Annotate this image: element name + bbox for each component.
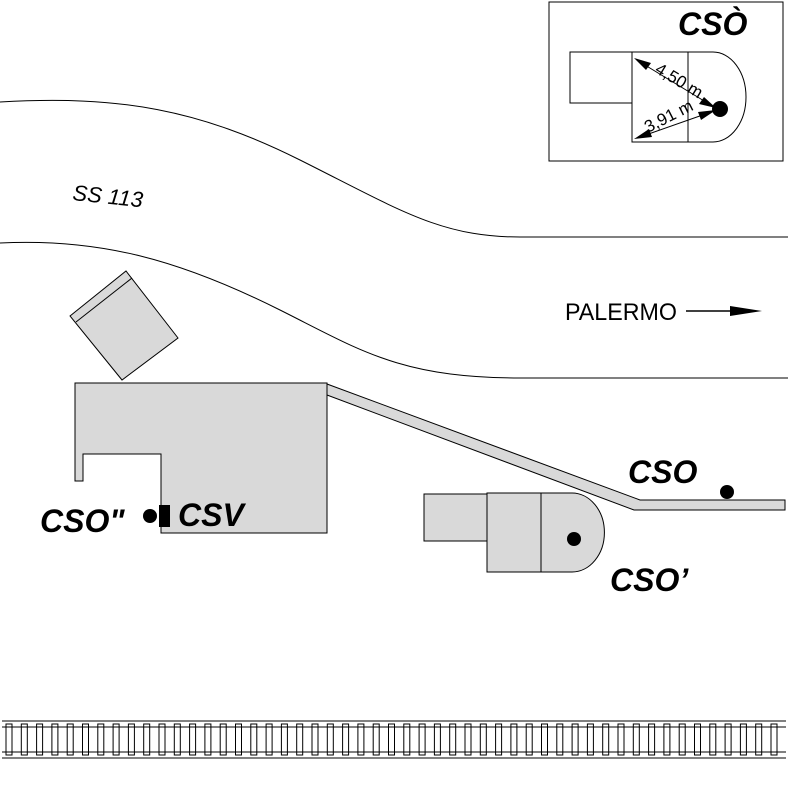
cso-prime-label: CSO’	[610, 562, 689, 598]
railway-tie	[617, 723, 625, 756]
railway-tie	[403, 723, 411, 756]
access-ramp	[326, 383, 786, 511]
inset-dim-arrow-2a	[634, 129, 652, 139]
railway-tie	[694, 723, 701, 756]
railway-tie	[357, 723, 365, 756]
small-building-body	[69, 270, 179, 381]
direction-arrow-head	[730, 306, 762, 316]
railway-tie	[20, 723, 28, 756]
railway-tie	[82, 723, 89, 756]
railway-tie	[158, 723, 166, 756]
railway-tie	[127, 723, 135, 756]
railway-tie	[709, 723, 717, 756]
rounded-building-annex	[423, 493, 488, 542]
railway-tie	[112, 723, 120, 756]
railway-tie	[5, 723, 13, 756]
rounded-building	[423, 492, 605, 573]
railway-tie	[66, 723, 74, 756]
railway-tie	[173, 723, 181, 756]
railway-tie	[388, 723, 395, 756]
railway-tie	[372, 723, 380, 756]
road-label: SS 113	[71, 180, 145, 212]
inset-title: CSÒ	[678, 6, 747, 42]
direction-indicator: PALERMO	[565, 299, 762, 326]
railway-tie	[495, 723, 503, 756]
railway-tie	[280, 723, 288, 756]
csv-label: CSV	[178, 497, 246, 533]
railway-tie	[632, 723, 640, 756]
railway-tie	[235, 723, 242, 756]
railway-tie	[739, 723, 747, 756]
direction-label: PALERMO	[565, 299, 677, 326]
small-building	[69, 270, 179, 381]
railway-tie	[51, 723, 59, 756]
inset-dim-arrow-1a	[634, 58, 651, 70]
railway-tie	[586, 723, 594, 756]
railway-tie	[97, 723, 105, 756]
railway-tie	[189, 723, 197, 756]
railway-tie	[464, 723, 472, 756]
railway-track	[2, 720, 786, 759]
railway-tie	[571, 723, 579, 756]
railway-tie	[479, 723, 487, 756]
railway-tie	[36, 723, 44, 756]
cso-prime-point-marker	[567, 532, 581, 546]
cso-double-prime-label: CSO"	[40, 503, 125, 539]
railway-tie	[510, 723, 518, 756]
railway-tie	[296, 723, 304, 756]
rounded-building-body	[486, 492, 605, 573]
railway-tie	[602, 723, 610, 756]
main-building	[74, 382, 328, 534]
railway-tie	[250, 723, 258, 756]
railway-tie	[724, 723, 732, 756]
railway-tie	[541, 723, 548, 756]
railway-tie	[525, 723, 533, 756]
railway-tie	[418, 723, 426, 756]
railway-tie	[433, 723, 441, 756]
road-upper-edge	[0, 99, 788, 238]
railway-tie	[311, 723, 319, 756]
cso-double-prime-point-marker	[143, 509, 157, 523]
road-lower-edge	[0, 241, 788, 379]
inset-point-marker	[712, 101, 728, 117]
railway-tie	[219, 723, 227, 756]
railway-tie	[204, 723, 212, 756]
railway-tie	[342, 723, 350, 756]
railway-tie	[143, 723, 151, 756]
railway-tie	[265, 723, 273, 756]
railway-tie	[770, 723, 778, 756]
inset-annex	[569, 51, 633, 104]
inset-dim-arrow-1b	[699, 97, 716, 108]
railway-tie	[648, 723, 656, 756]
railway-tie	[755, 723, 763, 756]
road-ss113: SS 113	[0, 99, 788, 379]
railway-tie	[556, 723, 564, 756]
railway-tie	[326, 723, 334, 756]
railway-tie	[449, 723, 457, 756]
inset-dim-arrow-2b	[698, 110, 716, 120]
cso-point-marker	[720, 485, 734, 499]
csv-point-marker	[159, 505, 170, 527]
inset-dim-line-1	[639, 61, 715, 108]
small-building-edge	[75, 277, 133, 323]
cso-label: CSO	[628, 454, 697, 490]
inset-detail: CSÒ 4,50 m 3,91 m	[548, 1, 784, 162]
railway-tie	[663, 723, 671, 756]
railway-tie	[678, 723, 686, 756]
